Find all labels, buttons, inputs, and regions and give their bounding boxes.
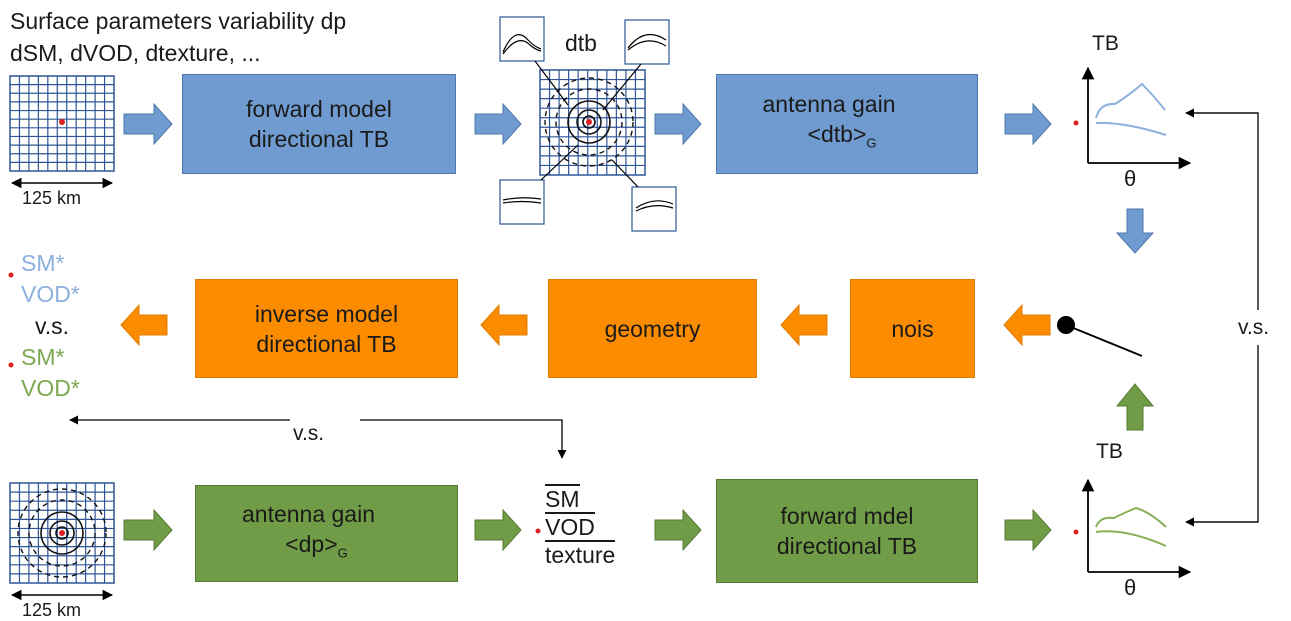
result-vod-blue: VOD* [21, 281, 80, 307]
arrow-plot-down [1115, 208, 1155, 254]
surface-grid-top [9, 75, 115, 172]
vs-label-right: v.s. [1238, 316, 1270, 340]
average-texture: texture [545, 540, 635, 569]
arrow-switch-to-noise [1003, 303, 1051, 347]
dtb-inset-bottom-right [631, 186, 677, 232]
antenna-gain-box-top[interactable]: antenna gain <dtb>G [716, 74, 978, 174]
dtb-connectors [534, 60, 642, 188]
antenna-gain-bottom-line2: <dp>G [285, 529, 348, 569]
inverse-model-box[interactable]: inverse model directional TB [195, 279, 458, 378]
dtb-inset-top-right [624, 19, 670, 65]
arrow-grid-to-antenna [123, 508, 173, 552]
noise-label: nois [891, 315, 934, 342]
antenna-gain-top-line1: antenna gain [762, 91, 896, 118]
tb-plot-top [1073, 66, 1192, 170]
title-line-2: dSM, dVOD, dtexture, ... [10, 40, 261, 66]
plot-bottom-x-label: θ [1124, 575, 1137, 600]
marker-averages [535, 528, 541, 534]
arrow-antenna-to-plot [1004, 102, 1052, 146]
antenna-gain-top-avg: <dtb> [807, 121, 867, 148]
inverse-model-line1: inverse model [254, 300, 399, 327]
result-sm-green: SM* [21, 344, 65, 370]
result-vs: v.s. [35, 313, 70, 339]
arrow-forward-to-dtb [474, 102, 522, 146]
average-vod: VOD [545, 512, 635, 541]
noise-box[interactable]: nois [850, 279, 975, 378]
marker-sm-green [8, 362, 14, 368]
center-point-marker [59, 119, 65, 125]
antenna-gain-box-bottom[interactable]: antenna gain <dp>G [195, 485, 458, 582]
dtb-label: dtb [565, 30, 597, 56]
plot-bottom-y-label: TB [1096, 440, 1123, 463]
forward-model-bottom-line2: directional TB [776, 533, 918, 559]
forward-model-line1: forward model [246, 96, 392, 122]
plot-top-y-label: TB [1092, 32, 1119, 55]
forward-model-line2: directional TB [248, 126, 390, 152]
geometry-label: geometry [604, 315, 701, 342]
result-sm-blue: SM* [21, 250, 65, 276]
arrow-averages-to-forward [654, 508, 702, 552]
antenna-gain-bottom-sub: G [337, 545, 348, 561]
arrow-geometry-to-inverse [480, 303, 528, 347]
average-vod-label: VOD [545, 512, 595, 540]
forward-model-bottom-line1: forward mdel [780, 503, 914, 529]
dtb-inset-top-left [499, 16, 545, 62]
dtb-inset-bottom-left [499, 179, 545, 225]
vs-connector-bottom [69, 415, 567, 459]
arrow-dtb-to-antenna [654, 102, 702, 146]
arrow-inverse-to-results [120, 303, 168, 347]
scale-label-top: 125 km [22, 188, 82, 208]
average-texture-label: texture [545, 540, 616, 568]
arrow-antenna-to-averages [474, 508, 522, 552]
arrow-noise-to-geometry [780, 303, 828, 347]
geometry-box[interactable]: geometry [548, 279, 757, 378]
vs-label-bottom: v.s. [293, 422, 325, 445]
antenna-gain-top-line2: <dtb>G [808, 119, 877, 159]
scale-label-bottom: 125 km [22, 600, 82, 620]
vs-connector-right [1185, 108, 1259, 527]
antenna-gain-top-sub: G [866, 135, 877, 151]
inverse-model-line2: directional TB [256, 330, 397, 357]
dtb-grid [539, 69, 646, 176]
antenna-gain-bottom-line1: antenna gain [241, 500, 375, 527]
title-line-1: Surface parameters variability dp [10, 8, 347, 34]
arrow-forward-to-plot [1004, 508, 1052, 552]
switch-symbol [1057, 316, 1143, 357]
forward-model-box[interactable]: forward model directional TB [182, 74, 456, 174]
marker-sm-blue [8, 272, 14, 278]
arrow-plot-up [1115, 383, 1155, 431]
tb-plot-bottom [1073, 478, 1192, 579]
surface-grid-bottom [9, 482, 115, 584]
arrow-grid-to-forward [123, 102, 173, 146]
average-sm-label: SM [545, 484, 580, 512]
antenna-gain-bottom-avg: <dp> [285, 530, 338, 557]
plot-top-x-label: θ [1124, 166, 1137, 191]
forward-model-box-bottom[interactable]: forward mdel directional TB [716, 479, 978, 583]
average-sm: SM [545, 484, 635, 513]
result-vod-green: VOD* [21, 375, 80, 401]
